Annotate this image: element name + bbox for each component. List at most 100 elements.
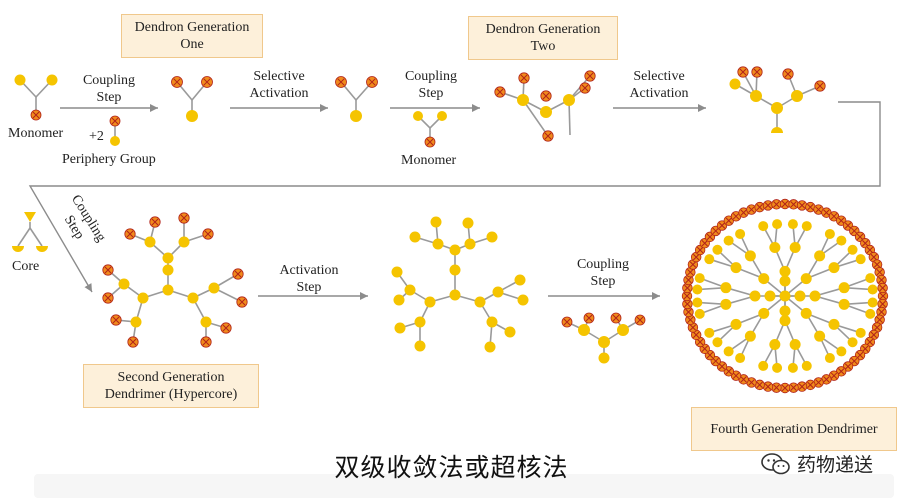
periphery-cross [126,230,134,238]
periphery-cross [830,213,838,220]
periphery-cross [740,209,747,216]
label-selective-activation-1: Selective Activation [249,69,309,101]
monomer-node [130,316,142,328]
arrowhead [652,292,660,300]
periphery-cross [815,206,822,213]
periphery-group-node [561,316,573,328]
periphery-group-node [127,336,139,348]
periphery-cross [563,318,571,326]
monomer-node [46,74,58,86]
periphery-cross [204,230,212,238]
monomer-node [464,238,476,250]
monomer-node [800,307,812,319]
periphery-group-node [762,381,774,392]
monomer-node [836,235,847,246]
periphery-cross [684,300,691,308]
bond-line [29,227,43,247]
periphery-cross [798,202,806,209]
monomer-node [540,106,552,118]
monomer-node [393,294,405,306]
periphery-cross [203,78,211,86]
monomer-node [735,228,746,239]
periphery-group-node [149,216,161,228]
reactive-half-node [12,246,24,252]
periphery-cross [879,292,887,300]
periphery-group-node [796,381,808,392]
periphery-group-node [796,200,808,211]
periphery-group-node [102,292,114,304]
periphery-group-node [685,266,696,278]
periphery-cross [725,368,733,375]
periphery-cross [581,84,589,92]
monomer-node [694,273,705,284]
periphery-cross [856,351,864,359]
monomer-node [723,346,734,357]
periphery-cross [740,376,747,383]
monomer-node [744,250,756,262]
monomer-node [730,262,742,274]
periphery-group-node [171,76,183,88]
periphery-cross [756,203,763,211]
periphery-cross [823,376,830,383]
periphery-cross [823,209,830,216]
periphery-cross [873,261,881,268]
monomer-node [847,244,858,255]
periphery-cross [687,316,694,324]
monomer-node [449,264,461,276]
periphery-cross [129,338,137,346]
periphery-cross [753,68,761,76]
monomer-node [437,111,447,121]
periphery-group-node [220,322,232,334]
periphery-group-node [584,70,596,82]
periphery-cross [542,92,550,100]
label-selective-activation-2: Selective Activation [629,69,689,101]
periphery-cross [234,270,242,278]
periphery-cross [692,331,700,339]
periphery-group-node [424,136,436,148]
periphery-group-node [771,199,782,210]
periphery-cross [732,372,740,379]
monomer-node [779,275,791,287]
monomer-node [404,284,416,296]
monomer-node [867,297,878,308]
periphery-cross [701,345,708,353]
periphery-cross [706,233,714,241]
periphery-cross [612,314,620,322]
bond-line [522,99,549,137]
periphery-group-node [178,212,190,224]
periphery-cross [520,74,528,82]
monomer-node [598,352,610,364]
periphery-group-node [762,200,774,211]
monomer-node [847,337,858,348]
periphery-cross [844,363,852,370]
periphery-cross [111,117,119,125]
monomer-node [865,308,876,319]
periphery-group-node [232,268,244,280]
monomer-node [617,324,629,336]
monomer-node [208,282,220,294]
monomer-node [517,294,529,306]
monomer-node [462,217,474,229]
periphery-cross [844,222,852,229]
label-periphery-group: Periphery Group [62,152,156,167]
monomer-node [712,337,723,348]
periphery-cross [496,88,504,96]
box-second-gen-dendrimer: Second Generation Dendrimer (Hypercore) [83,364,259,408]
monomer-node [720,282,732,294]
arrowhead [84,283,92,292]
periphery-cross [104,266,112,274]
bottom-band [34,474,894,498]
monomer-node [865,273,876,284]
monomer-node [162,264,174,276]
monomer-node [474,296,486,308]
core-focal-node [24,212,36,222]
periphery-group-node [335,76,347,88]
monomer-node [838,282,850,294]
periphery-cross [718,222,726,229]
periphery-cross [798,383,806,390]
periphery-group-node [751,66,763,78]
periphery-cross [866,338,874,346]
periphery-cross [873,324,881,331]
reactive-half-node [771,127,783,133]
monomer-node [394,322,406,334]
